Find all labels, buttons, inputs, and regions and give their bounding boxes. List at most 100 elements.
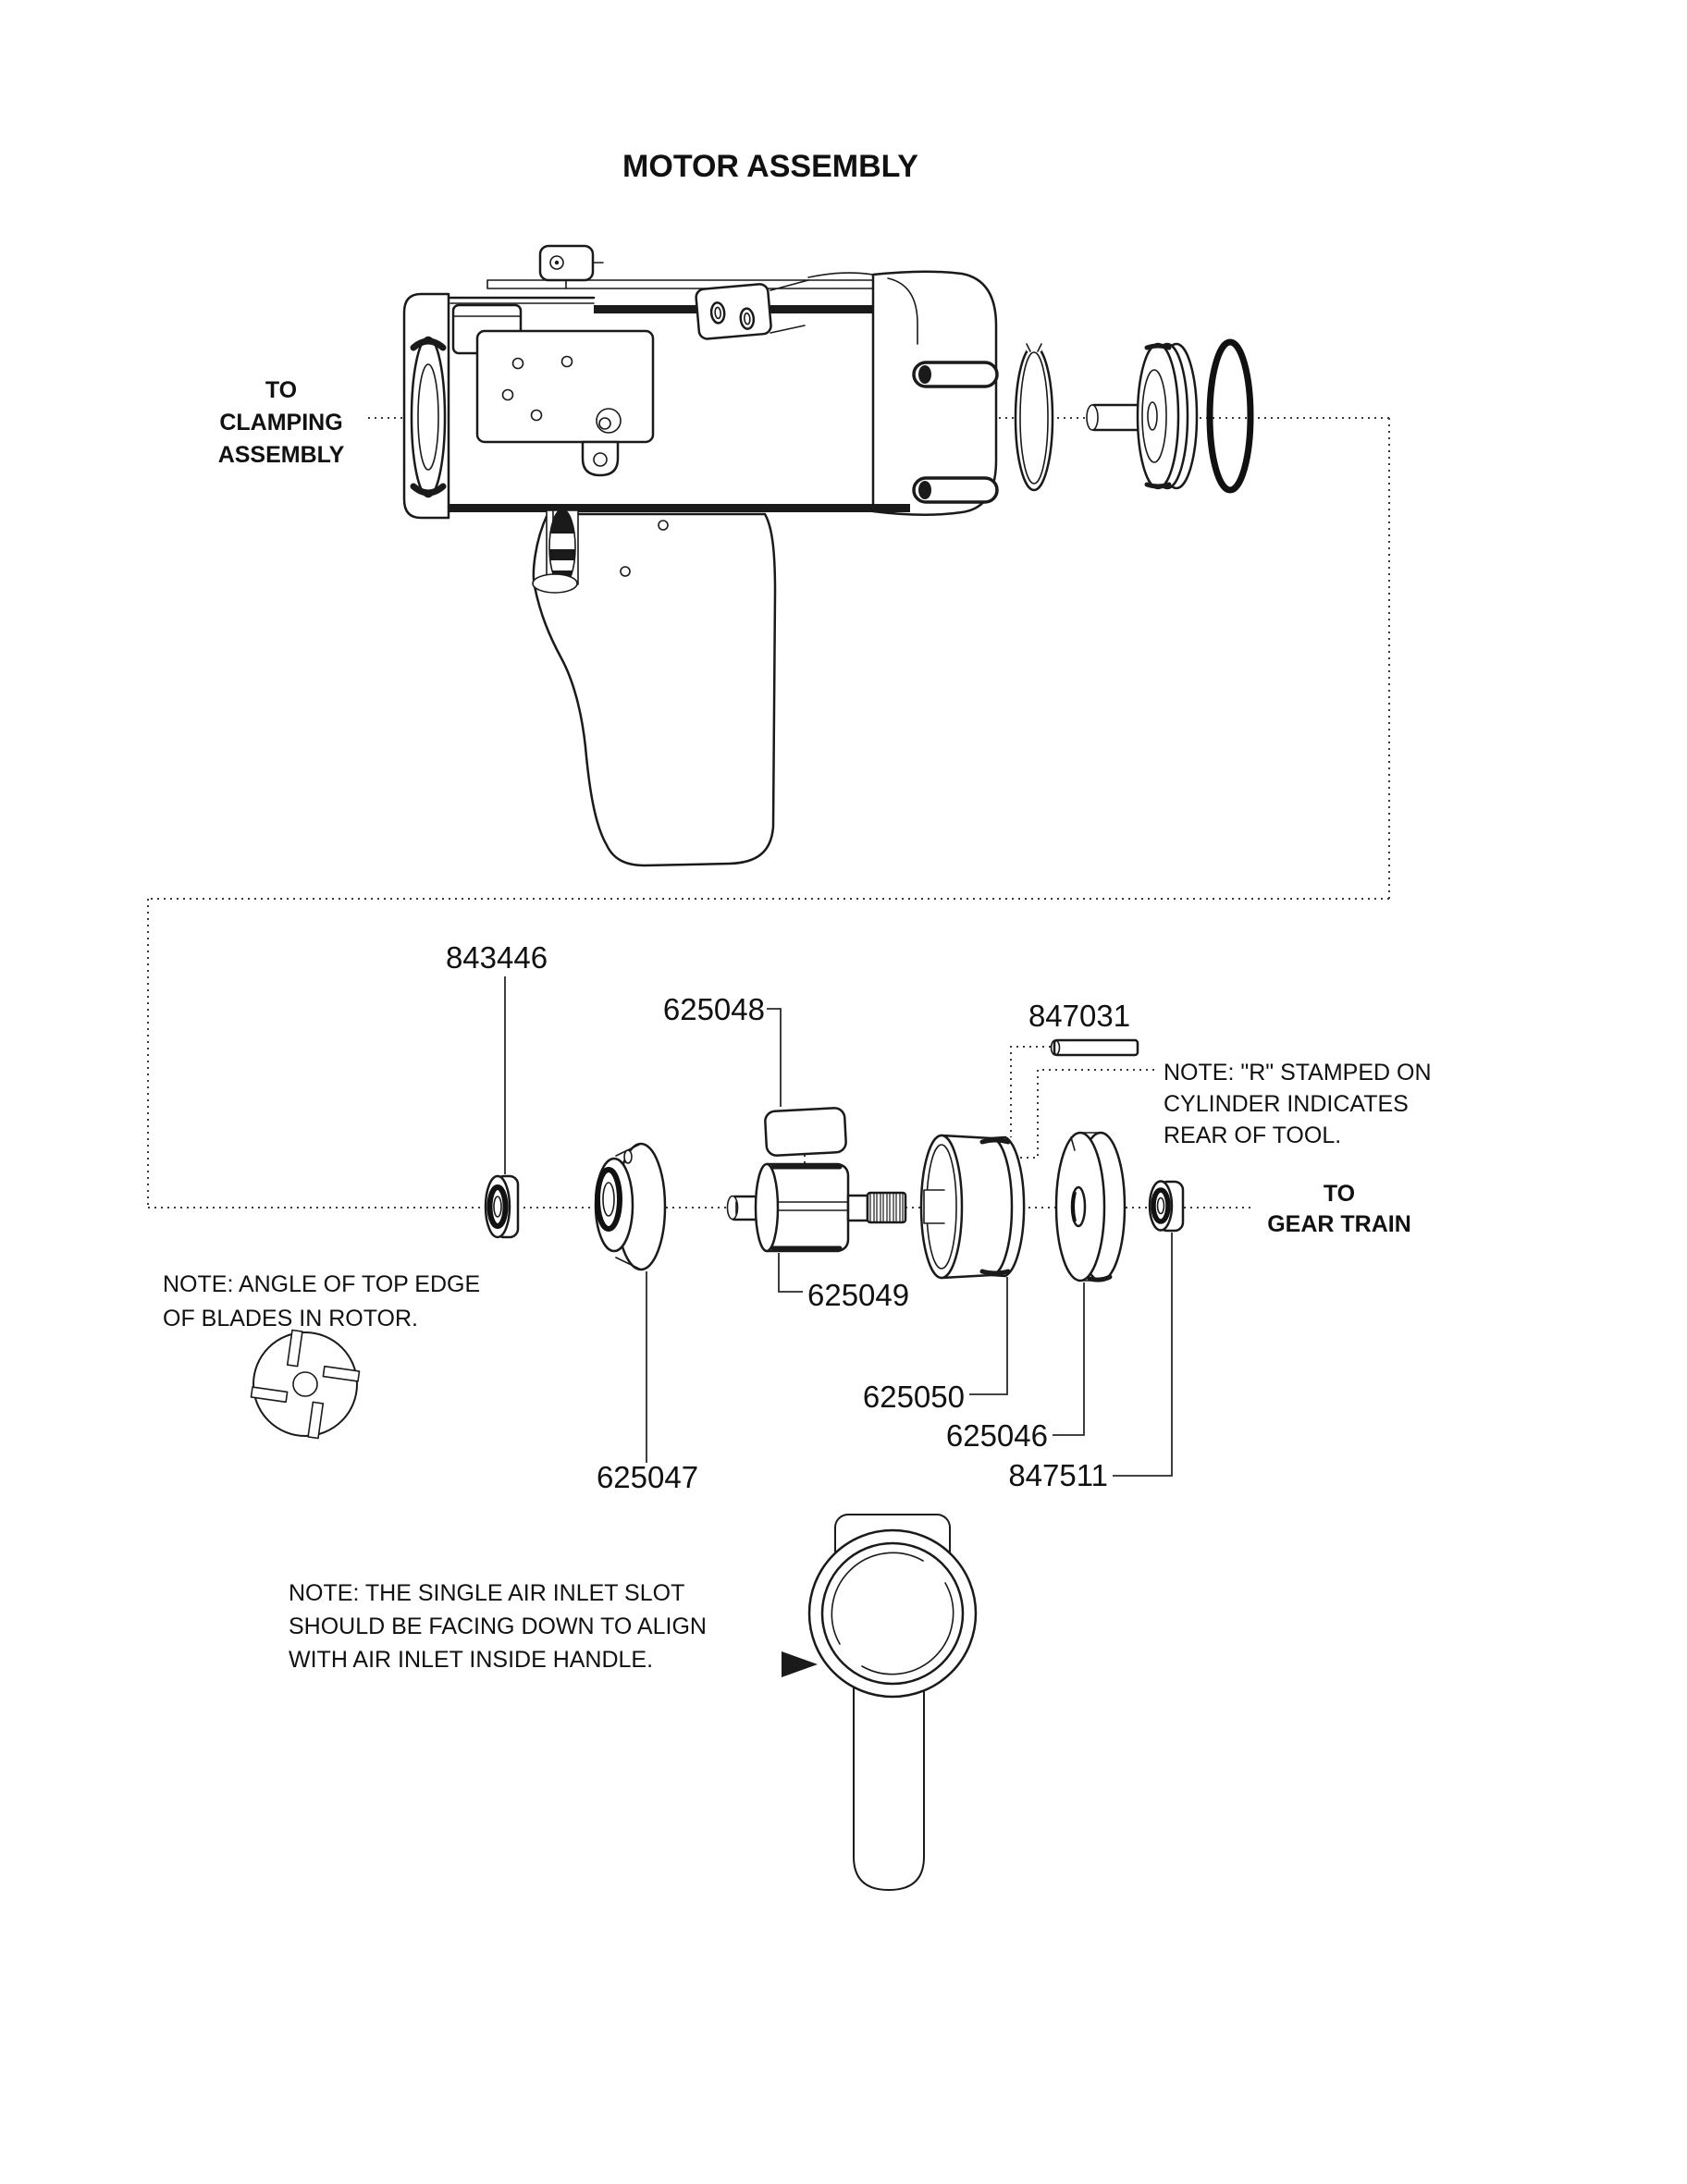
air-inlet-note-line2: SHOULD BE FACING DOWN TO ALIGN	[289, 1613, 707, 1639]
rotor-front-face	[754, 1162, 780, 1253]
cylinder-shade-top	[979, 1137, 1011, 1145]
label-625048: 625048	[663, 992, 765, 1026]
o-ring	[1206, 338, 1254, 494]
label-625049: 625049	[807, 1278, 909, 1312]
rear-bearing-847511	[1148, 1180, 1185, 1233]
rear-clip-top	[912, 361, 999, 388]
leader-625046	[1053, 1282, 1085, 1436]
body-bottom-band	[446, 504, 910, 512]
vane-625048	[764, 1107, 847, 1157]
bearing-disc-shade-bottom	[1144, 482, 1172, 489]
air-inlet-note-line3: WITH AIR INLET INSIDE HANDLE.	[289, 1647, 653, 1673]
r-stamp-note-line2: CYLINDER INDICATES	[1164, 1091, 1409, 1117]
cylinder-625050	[919, 1134, 1026, 1280]
front-bore-crescent-bottom	[410, 483, 447, 497]
retaining-ring-ears	[1026, 343, 1042, 352]
trigger-lip	[532, 573, 578, 594]
rear-top-block-bore1	[709, 301, 726, 325]
pin-end-cap	[1050, 1039, 1061, 1056]
to-clamping-line2: CLAMPING	[219, 410, 342, 436]
page-title: MOTOR ASSEMBLY	[622, 149, 918, 184]
label-leader-lines	[504, 976, 1173, 1477]
blade-angle-note-line1: NOTE: ANGLE OF TOP EDGE	[163, 1271, 480, 1297]
retaining-ring-inner	[1019, 351, 1049, 485]
bearing-disc-ring1	[1136, 342, 1180, 490]
front-plate-bore	[602, 1182, 615, 1217]
leader-625048	[767, 1008, 782, 1107]
rear-clip-bottom-shade	[918, 481, 931, 499]
rear-top-block-bore1-inner	[714, 306, 721, 320]
blade-slot-left	[250, 1386, 289, 1404]
rear-clip-bottom	[912, 476, 999, 504]
housing-ring-inner-arc1	[861, 1582, 954, 1675]
side-bracket-plate	[475, 329, 655, 444]
blade-angle-note-line2: OF BLADES IN ROTOR.	[163, 1306, 418, 1331]
housing-ring-mid	[820, 1541, 965, 1686]
front-bearing-843446	[484, 1174, 520, 1239]
blade-slot-bottom	[307, 1401, 325, 1440]
handle-tube	[853, 1654, 925, 1891]
bracket-hole-3	[501, 388, 514, 401]
rotor-vane-slot	[777, 1201, 848, 1211]
front-bore-inner	[417, 363, 439, 471]
cylinder-port-notch	[923, 1189, 945, 1224]
rotor-front-shaft-end	[726, 1195, 739, 1221]
top-mount-arm	[565, 262, 604, 289]
rear-top-block-body	[695, 283, 772, 340]
grip-hole-1	[658, 520, 669, 531]
r-stamp-note-line3: REAR OF TOOL.	[1164, 1123, 1341, 1148]
rotor-rear-shaft	[846, 1194, 869, 1222]
rear-top-block	[695, 283, 772, 340]
rear-bearing-bore	[1156, 1196, 1165, 1215]
pin-847031	[1050, 1038, 1139, 1057]
top-mount-screw-center	[554, 260, 560, 265]
top-mount-tab	[538, 244, 595, 282]
rotor-end-view	[250, 1329, 361, 1440]
tool-side-view	[402, 244, 999, 867]
top-rail-back	[486, 279, 912, 289]
bracket-countersink-inner	[598, 417, 611, 430]
trigger-band-2	[548, 560, 577, 571]
leader-625049	[778, 1253, 803, 1293]
grip-hole-2	[620, 566, 631, 577]
pin-body	[1053, 1038, 1139, 1057]
to-gear-train-line2: GEAR TRAIN	[1267, 1211, 1411, 1237]
rear-plate-notch	[1070, 1136, 1076, 1151]
label-625047: 625047	[597, 1460, 698, 1494]
label-843446: 843446	[446, 940, 548, 975]
front-plate-dowel-hole	[623, 1149, 633, 1164]
housing-ring-inner-arc2	[831, 1552, 924, 1645]
bearing-disc-inner	[1141, 369, 1167, 463]
bracket-hole-4	[530, 409, 543, 422]
rotor-end-hub	[292, 1371, 318, 1397]
front-bore-crescent-top	[410, 337, 447, 351]
cylinder-shade-bottom	[979, 1269, 1011, 1276]
label-847031: 847031	[1028, 999, 1130, 1033]
rear-top-block-bore2-inner	[743, 312, 751, 325]
front-end-plate-625047	[594, 1142, 667, 1271]
rear-end-plate-625046	[1054, 1131, 1127, 1282]
housing-ring-outer	[807, 1528, 978, 1699]
rotor-assembly	[726, 1107, 907, 1253]
label-625050: 625050	[863, 1380, 965, 1414]
rear-plate-shade-bottom	[1087, 1274, 1113, 1282]
bracket-countersink-outer	[596, 408, 622, 434]
rotor-shaft-stub-end	[1086, 404, 1099, 431]
front-bearing-bore	[493, 1196, 502, 1218]
rear-clip-top-shade	[918, 365, 931, 384]
air-inlet-arrow-icon	[782, 1651, 818, 1677]
block-cap-links	[770, 279, 809, 334]
rear-cap-contour	[887, 277, 918, 345]
leader-625050	[969, 1277, 1008, 1395]
label-625046: 625046	[946, 1418, 1048, 1453]
rear-plate-hole-shade	[1071, 1191, 1077, 1222]
blade-slot-right	[322, 1365, 361, 1382]
leader-847511	[1113, 1233, 1173, 1477]
bearing-disc-shade-top	[1144, 343, 1172, 350]
retaining-ring-outer	[1014, 344, 1054, 492]
to-clamping-line1: TO	[265, 377, 297, 403]
to-clamping-line3: ASSEMBLY	[218, 442, 345, 468]
label-847511: 847511	[1008, 1458, 1108, 1492]
housing-bottom-view	[782, 1514, 978, 1891]
blade-slot-top	[286, 1329, 303, 1368]
